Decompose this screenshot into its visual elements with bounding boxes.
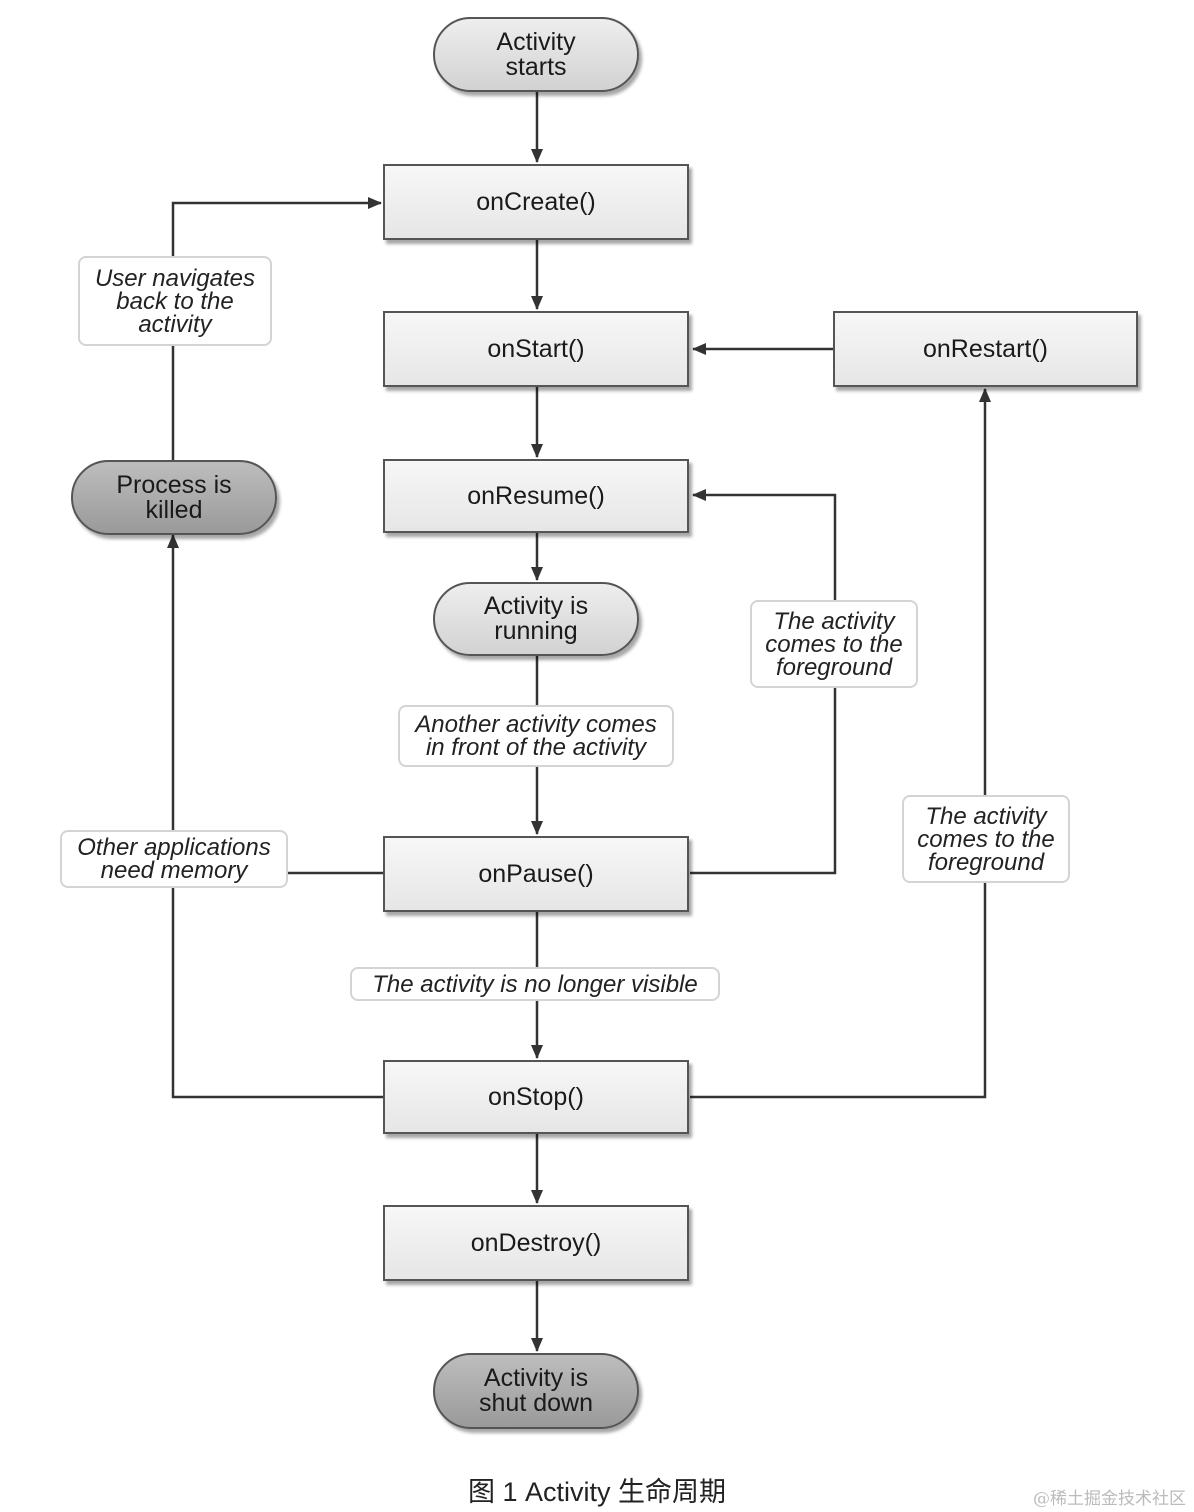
activity-shut-down-node: Activity is shut down xyxy=(433,1353,639,1429)
activity-running-label: Activity is running xyxy=(483,592,589,645)
process-killed-label: Process is killed xyxy=(116,470,232,524)
note-comes-to-foreground-resume: The activity comes to the foreground xyxy=(750,600,918,688)
onrestart-label: onRestart() xyxy=(922,334,1049,363)
note-another-activity: Another activity comes in front of the a… xyxy=(398,705,674,767)
figure-caption: 图 1 Activity 生命周期 xyxy=(467,1477,727,1507)
note-other-apps-need-memory: Other applications need memory xyxy=(60,830,288,888)
note-comes-to-foreground-resume-text: The activity comes to the foreground xyxy=(765,607,903,681)
note-user-navigates-back-text: User navigates back to the activity xyxy=(94,264,256,338)
oncreate-node: onCreate() xyxy=(383,164,689,240)
note-no-longer-visible: The activity is no longer visible xyxy=(350,967,720,1001)
activity-starts-node: Activity starts xyxy=(433,17,639,92)
ondestroy-label: onDestroy() xyxy=(470,1228,602,1257)
onpause-node: onPause() xyxy=(383,836,689,912)
onpause-label: onPause() xyxy=(478,859,594,888)
watermark: @稀土掘金技术社区 xyxy=(1033,1489,1186,1509)
note-another-activity-text: Another activity comes in front of the a… xyxy=(415,711,657,761)
ondestroy-node: onDestroy() xyxy=(383,1205,689,1281)
onstop-node: onStop() xyxy=(383,1060,689,1134)
activity-running-node: Activity is running xyxy=(433,582,639,656)
note-comes-to-foreground-restart-text: The activity comes to the foreground xyxy=(917,802,1055,876)
onresume-label: onResume() xyxy=(467,481,605,510)
activity-starts-label: Activity starts xyxy=(496,27,576,81)
note-other-apps-need-memory-text: Other applications need memory xyxy=(77,834,271,884)
arrow-onstop-to-onrestart xyxy=(690,388,991,1099)
onstart-label: onStart() xyxy=(487,334,585,363)
onrestart-node: onRestart() xyxy=(833,311,1138,387)
note-no-longer-visible-text: The activity is no longer visible xyxy=(372,970,698,998)
arrow-onstop-to-killed xyxy=(167,534,383,1099)
onresume-node: onResume() xyxy=(383,459,689,533)
note-user-navigates-back: User navigates back to the activity xyxy=(78,256,272,346)
activity-shut-down-label: Activity is shut down xyxy=(479,1364,593,1417)
oncreate-label: onCreate() xyxy=(476,187,596,216)
note-comes-to-foreground-restart: The activity comes to the foreground xyxy=(902,795,1070,883)
onstart-node: onStart() xyxy=(383,311,689,387)
onstop-label: onStop() xyxy=(488,1082,584,1111)
process-killed-node: Process is killed xyxy=(71,460,277,535)
arrow-killed-to-oncreate xyxy=(171,197,382,460)
